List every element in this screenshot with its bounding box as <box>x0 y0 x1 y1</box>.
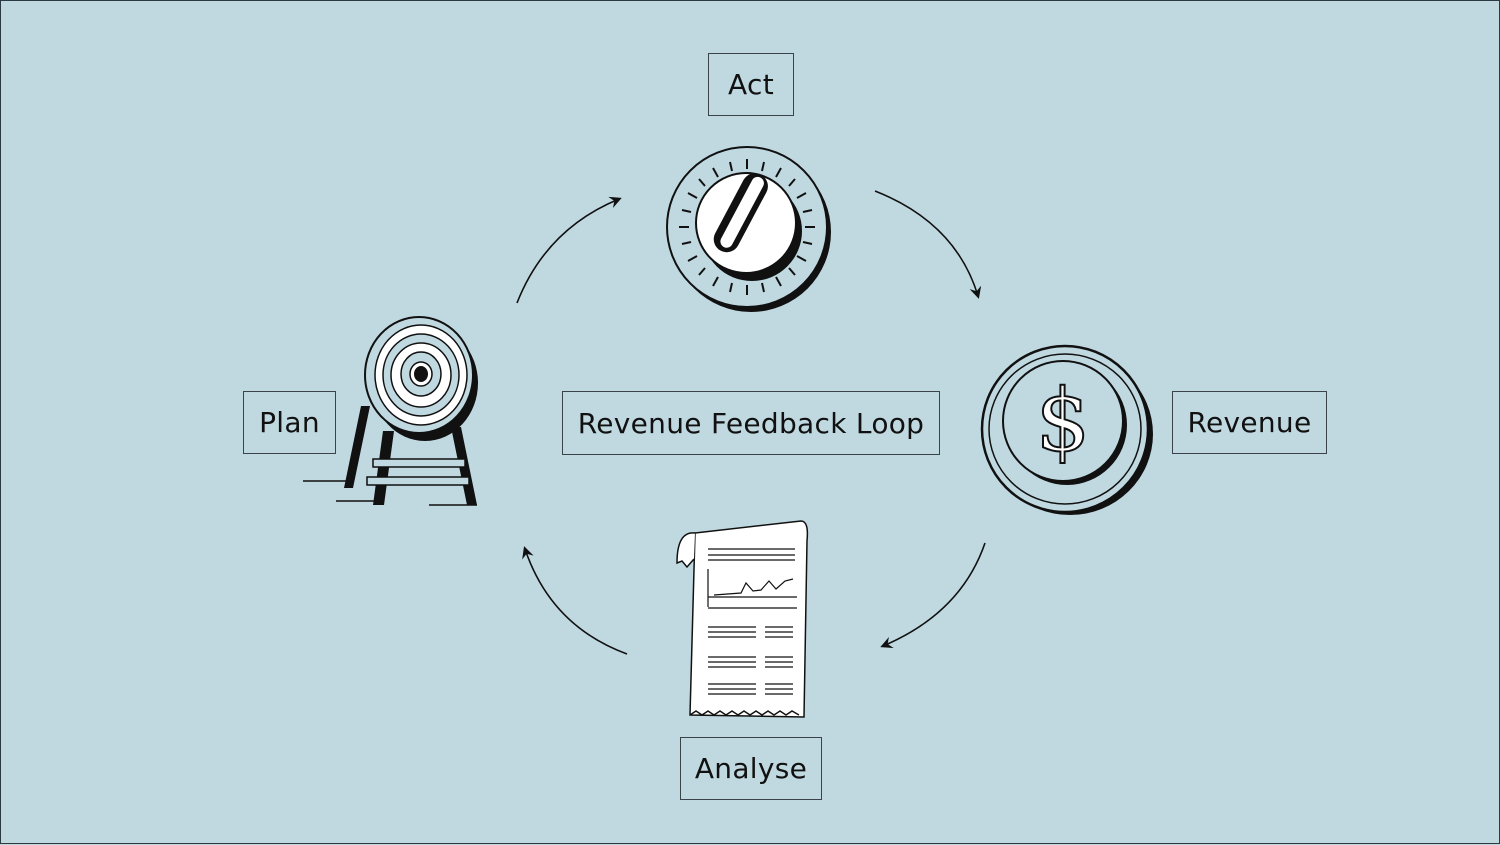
receipt-chart-icon <box>676 520 809 718</box>
svg-text:$: $ <box>1036 371 1091 471</box>
arrow-plan-to-act <box>516 196 622 304</box>
step-label-analyse: Analyse <box>680 737 822 800</box>
target-easel-icon <box>303 316 478 506</box>
diagram-title: Revenue Feedback Loop <box>562 391 940 455</box>
cycle-arrows <box>516 190 986 655</box>
step-label-plan: Plan <box>243 391 336 454</box>
step-label-act: Act <box>708 53 794 116</box>
dial-knob-icon <box>666 146 831 312</box>
arrow-analyse-to-plan <box>522 546 628 655</box>
step-label-revenue: Revenue <box>1172 391 1327 454</box>
arrow-act-to-revenue <box>874 190 982 299</box>
arrow-revenue-to-analyse <box>880 542 986 649</box>
dollar-coin-icon: $ <box>980 344 1153 515</box>
